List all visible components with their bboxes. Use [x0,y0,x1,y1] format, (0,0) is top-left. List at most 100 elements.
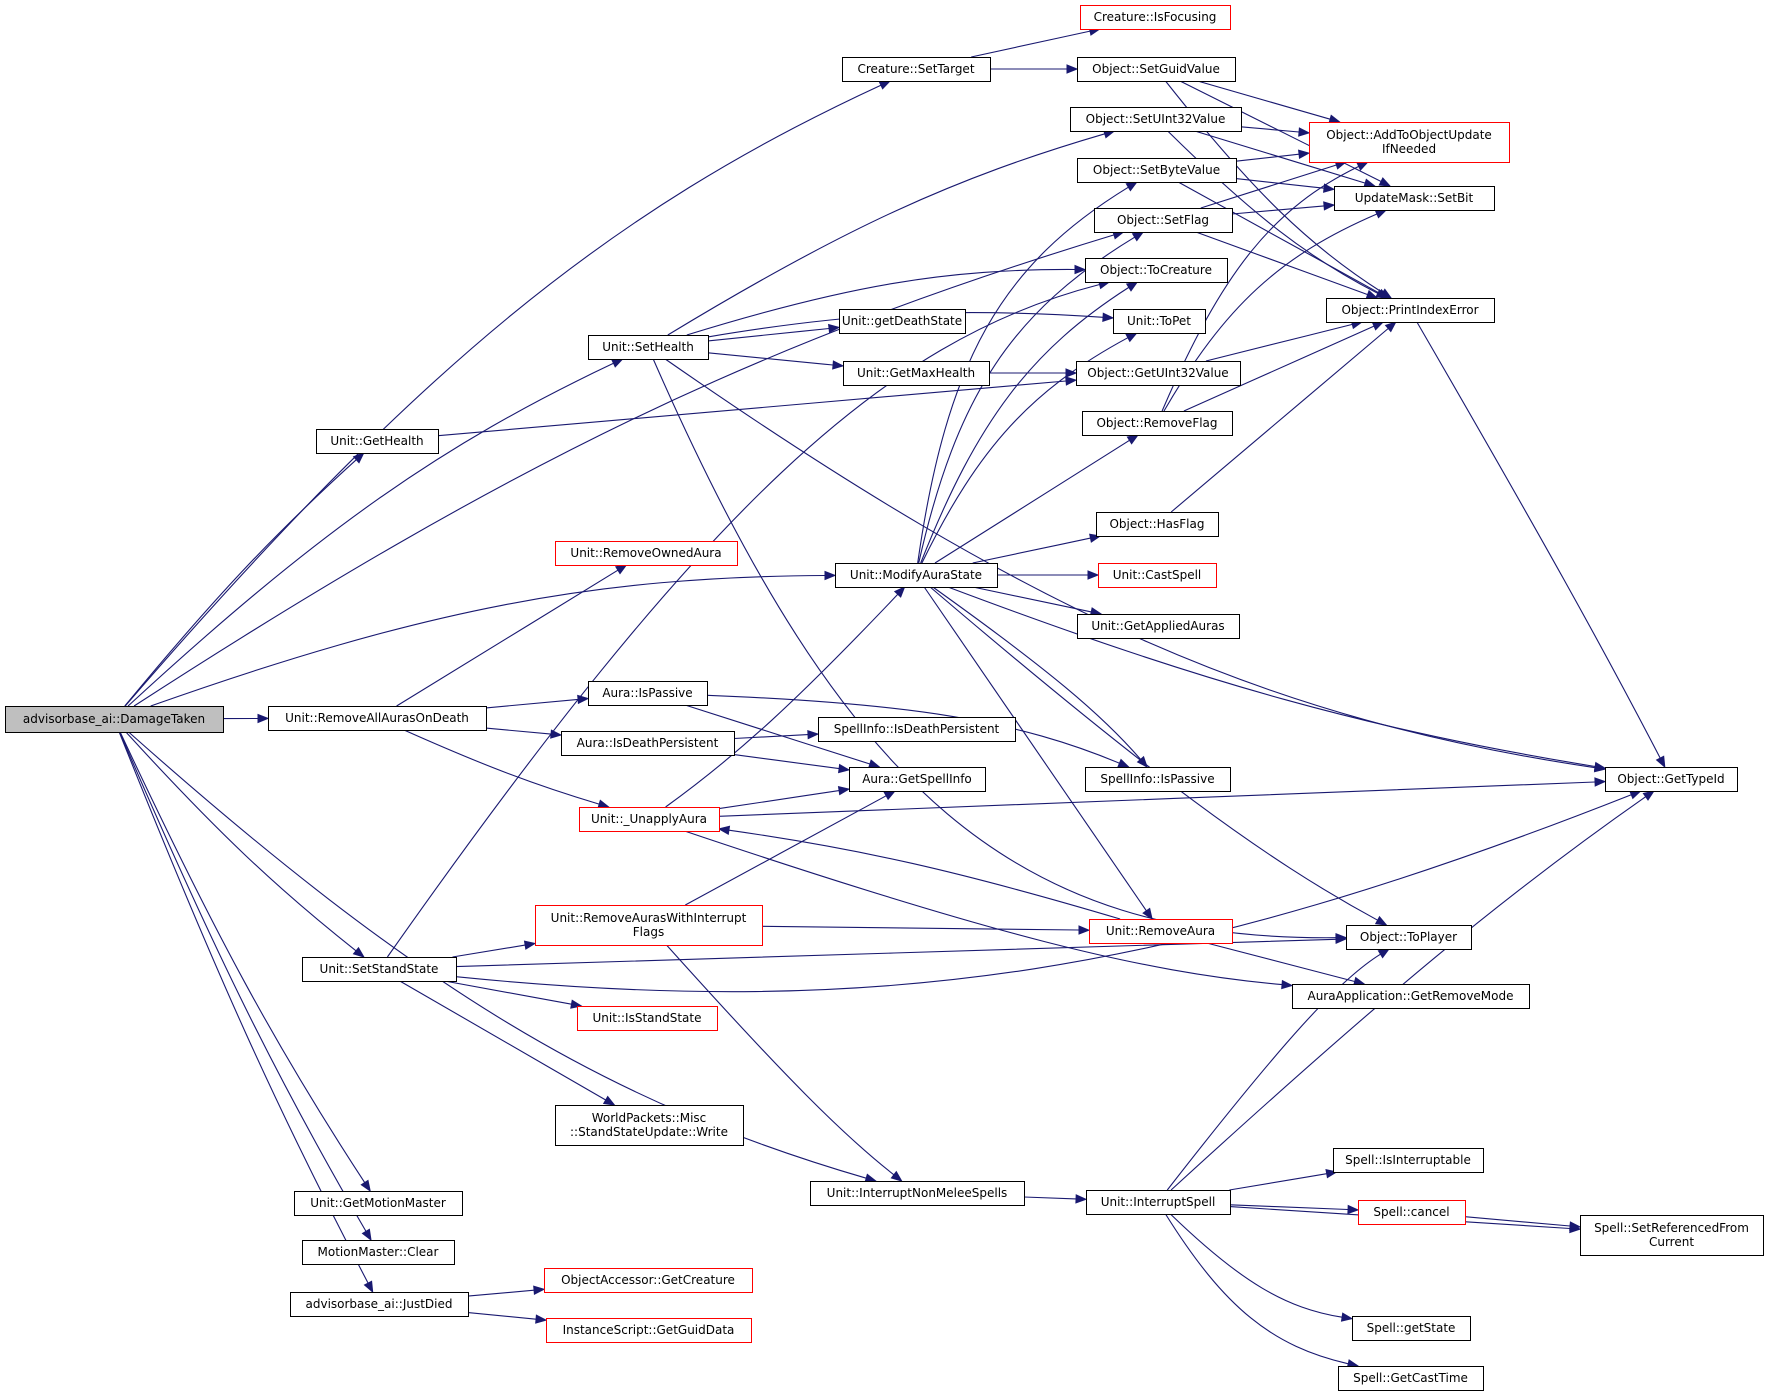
node-remove-aura[interactable]: Unit::RemoveAura [1089,919,1233,944]
node-set-target[interactable]: Creature::SetTarget [842,57,991,82]
node-label: Unit::IsStandState [593,1011,702,1025]
node-remove-owned[interactable]: Unit::RemoveOwnedAura [555,541,738,566]
node-get-state[interactable]: Spell::getState [1352,1316,1471,1341]
call-edge-setFlag-to-setBit [1231,201,1336,215]
node-label: Unit::ToPet [1127,314,1191,328]
arrowhead-icon [864,1173,878,1183]
edge-line [119,731,366,1183]
node-just-died[interactable]: advisorbase_ai::JustDied [290,1292,469,1317]
edge-line [1229,1173,1327,1191]
node-wp-write[interactable]: WorldPackets::Misc::StandStateUpdate::Wr… [555,1105,744,1146]
node-get-type-id[interactable]: Object::GetTypeId [1605,767,1738,792]
node-remove-all-death[interactable]: Unit::RemoveAllAurasOnDeath [268,706,487,731]
node-si-is-passive[interactable]: SpellInfo::IsPassive [1085,767,1231,792]
node-get-health[interactable]: Unit::GetHealth [316,429,439,454]
node-set-stand[interactable]: Unit::SetStandState [302,957,457,982]
call-edge-unapplyAura-to-getRemoveMode [684,830,1294,990]
node-si-is-death-persistent[interactable]: SpellInfo::IsDeathPersistent [818,717,1016,742]
arrowhead-icon [257,713,270,724]
node-set-guid[interactable]: Object::SetGuidValue [1077,57,1236,82]
edge-line [1206,942,1355,983]
edge-line [125,731,357,952]
arrowhead-icon [597,799,610,809]
node-box [1333,1148,1484,1173]
edge-line [684,830,1283,986]
node-box [1358,1200,1466,1225]
node-get-guid-data[interactable]: InstanceScript::GetGuidData [546,1318,752,1343]
node-remove-flag[interactable]: Object::RemoveFlag [1082,411,1233,436]
node-label: SpellInfo::IsPassive [1100,772,1214,786]
node-label: Unit::RemoveAura [1106,924,1215,938]
call-edge-modifyAura-to-getTypeId [947,586,1607,772]
node-modify-aura[interactable]: Unit::ModifyAuraState [835,563,998,588]
call-edge-modifyAura-to-hasFlag [972,533,1102,564]
call-edge-unapplyAura-to-getSpellInfo [718,786,851,810]
node-cancel[interactable]: Spell::cancel [1358,1200,1466,1225]
node-label: Current [1649,1235,1694,1249]
edge-line [455,794,1632,993]
node-box [302,957,457,982]
edge-line [485,727,552,735]
node-has-flag[interactable]: Object::HasFlag [1096,512,1219,537]
edge-line [686,268,1076,336]
node-box [268,706,487,731]
node-is-focusing[interactable]: Creature::IsFocusing [1080,5,1231,30]
arrowhead-icon [1125,281,1139,292]
node-to-creature[interactable]: Object::ToCreature [1085,258,1228,283]
node-interrupt-spell[interactable]: Unit::InterruptSpell [1086,1190,1231,1215]
node-box [1085,767,1231,792]
node-is-death-persistent[interactable]: Aura::IsDeathPersistent [561,731,735,756]
node-to-player[interactable]: Object::ToPlayer [1346,925,1472,950]
node-unapply-aura[interactable]: Unit::_UnapplyAura [579,807,720,832]
node-is-passive[interactable]: Aura::IsPassive [588,681,708,706]
edge-line [1200,164,1337,209]
node-get-creature[interactable]: ObjectAccessor::GetCreature [544,1268,753,1293]
node-get-cast-time[interactable]: Spell::GetCastTime [1338,1366,1484,1391]
arrowhead-icon [352,452,365,464]
node-cast-spell[interactable]: Unit::CastSpell [1098,563,1217,588]
node-get-spell-info[interactable]: Aura::GetSpellInfo [849,767,986,792]
node-get-motion[interactable]: Unit::GetMotionMaster [294,1191,463,1216]
call-edge-setByte-to-printIdx [1177,181,1390,299]
node-set-u-int32[interactable]: Object::SetUInt32Value [1070,107,1242,132]
node-set-byte[interactable]: Object::SetByteValue [1077,158,1237,183]
arrowhead-icon [1655,755,1666,769]
node-print-idx[interactable]: Object::PrintIndexError [1326,298,1495,323]
edge-line [733,734,809,740]
edge-line [1235,178,1325,189]
call-edge-modifyAura-to-castSpell [997,570,1100,580]
node-get-max-health[interactable]: Unit::GetMaxHealth [843,361,990,386]
node-get-u-int32[interactable]: Object::GetUInt32Value [1076,361,1241,386]
call-edge-root-to-setHealth [127,358,624,707]
node-mm-clear[interactable]: MotionMaster::Clear [302,1240,455,1265]
arrowhead-icon [533,1285,546,1295]
node-get-death[interactable]: Unit::getDeathState [839,309,966,334]
arrowhead-icon [838,763,851,774]
arrowhead-icon [1087,570,1100,580]
node-root[interactable]: advisorbase_ai::DamageTaken [5,706,224,733]
arrowhead-icon [1126,434,1140,445]
node-is-stand[interactable]: Unit::IsStandState [577,1006,718,1031]
node-label: Object::ToPlayer [1360,930,1457,944]
node-set-health[interactable]: Unit::SetHealth [588,335,709,360]
node-box [1077,614,1240,639]
edge-line [437,380,1067,437]
node-label: Aura::IsDeathPersistent [577,736,719,750]
node-is-interruptable[interactable]: Spell::IsInterruptable [1333,1148,1484,1173]
node-set-bit[interactable]: UpdateMask::SetBit [1334,186,1495,211]
node-to-pet[interactable]: Unit::ToPet [1113,309,1206,334]
edge-line [1170,1213,1343,1318]
edge-line [444,980,572,1005]
node-get-applied[interactable]: Unit::GetAppliedAuras [1077,614,1240,639]
node-label: ::StandStateUpdate::Write [570,1125,728,1139]
node-label: Object::ToCreature [1100,263,1212,277]
node-interrupt-non-melee[interactable]: Unit::InterruptNonMeleeSpells [810,1181,1025,1206]
node-set-flag[interactable]: Object::SetFlag [1094,208,1233,233]
edge-line [1235,153,1300,162]
node-get-remove-mode[interactable]: AuraApplication::GetRemoveMode [1292,984,1530,1009]
edge-line [972,586,1092,613]
